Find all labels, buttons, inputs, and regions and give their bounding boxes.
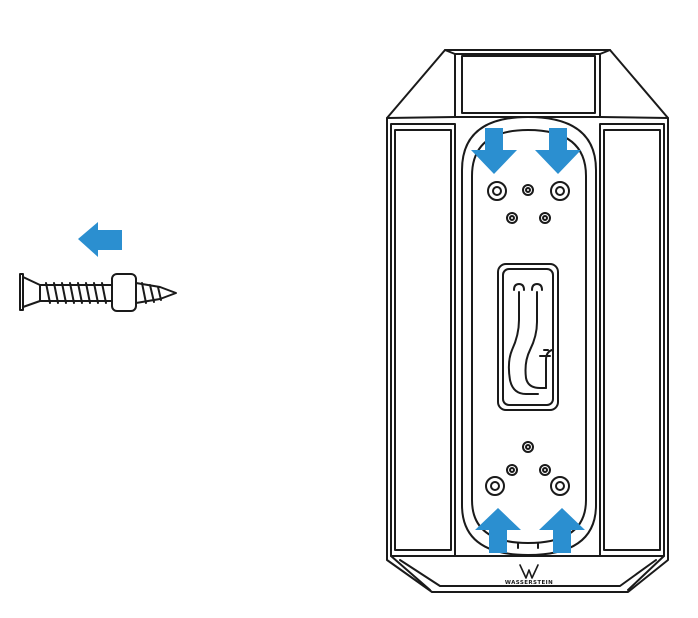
arrow-up-icon bbox=[539, 508, 585, 553]
screw-icon bbox=[19, 273, 177, 312]
arrow-down-icon bbox=[535, 128, 581, 174]
brand-name: WASSERSTEIN bbox=[505, 580, 553, 586]
arrow-down-icon bbox=[471, 128, 517, 174]
arrow-up-icon bbox=[475, 508, 521, 553]
mounting-plate bbox=[461, 116, 597, 556]
back-plate-housing bbox=[386, 49, 669, 593]
brand-logo bbox=[519, 564, 539, 579]
arrow-left-icon bbox=[78, 222, 122, 257]
cable-window bbox=[497, 263, 559, 411]
